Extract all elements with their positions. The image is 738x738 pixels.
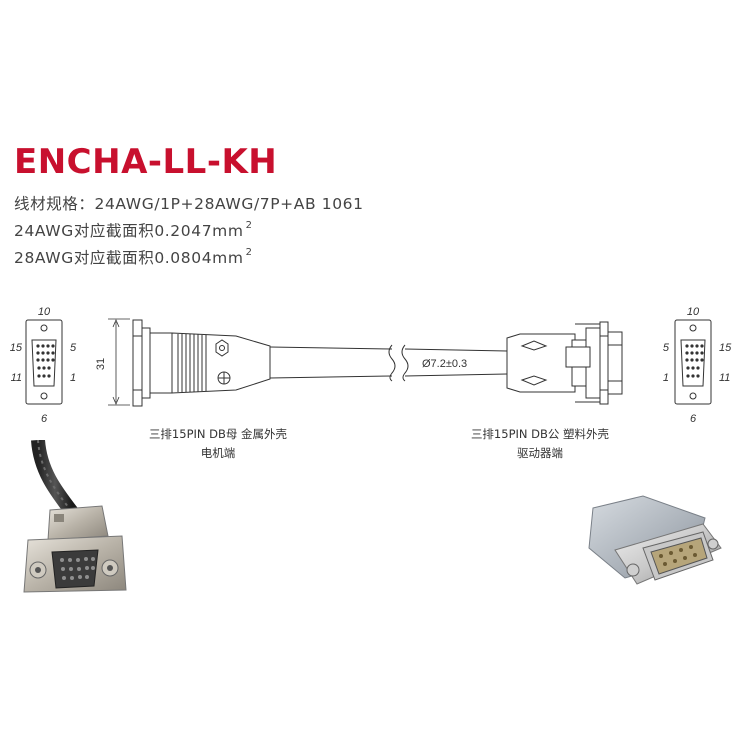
left-pin-11: 11 — [11, 372, 22, 384]
right-label-end: 驱动器端 — [517, 446, 563, 460]
right-pin-15: 15 — [719, 342, 732, 354]
left-pin-5: 5 — [70, 342, 77, 354]
left-pin-15: 15 — [10, 342, 23, 354]
right-connector-photo — [588, 495, 722, 585]
left-pin-10: 10 — [38, 306, 51, 318]
right-connector-drawing — [506, 321, 623, 405]
left-connector-photo — [23, 440, 127, 593]
left-label-end: 电机端 — [200, 446, 236, 460]
right-pinout-diagram — [674, 319, 712, 405]
spec-28awg-text: 28AWG对应截面积0.0804mm — [14, 249, 244, 267]
right-pinout-pins — [685, 344, 704, 378]
right-pin-10: 10 — [687, 306, 700, 318]
left-pin-6: 6 — [41, 413, 48, 425]
height-dimension — [108, 318, 130, 406]
cable-drawing-body — [269, 344, 508, 382]
left-pin-1: 1 — [70, 372, 76, 384]
left-pinout-pins — [36, 344, 55, 378]
right-pin-1: 1 — [663, 372, 669, 384]
right-connector-label: 三排15PIN DB公 塑料外壳 驱动器端 — [440, 425, 640, 463]
spec-24awg-text: 24AWG对应截面积0.2047mm — [14, 222, 244, 240]
left-pinout-diagram — [25, 319, 63, 405]
product-title: ENCHA-LL-KH — [14, 142, 278, 182]
right-label-type: 三排15PIN DB公 塑料外壳 — [470, 427, 610, 441]
left-connector-drawing — [132, 319, 271, 407]
left-label-type: 三排15PIN DB母 金属外壳 — [148, 427, 288, 441]
spec-28awg-sup: 2 — [245, 247, 253, 258]
spec-wire: 线材规格：24AWG/1P+28AWG/7P+AB 1061 — [14, 195, 364, 213]
spec-24awg-sup: 2 — [245, 220, 253, 231]
height-dimension-label: 31 — [95, 358, 107, 370]
right-pin-6: 6 — [690, 413, 697, 425]
right-pin-11: 11 — [719, 372, 730, 384]
right-pin-5: 5 — [663, 342, 670, 354]
cable-diameter-label: Ø7.2±0.3 — [422, 358, 467, 370]
left-connector-label: 三排15PIN DB母 金属外壳 电机端 — [118, 425, 318, 463]
